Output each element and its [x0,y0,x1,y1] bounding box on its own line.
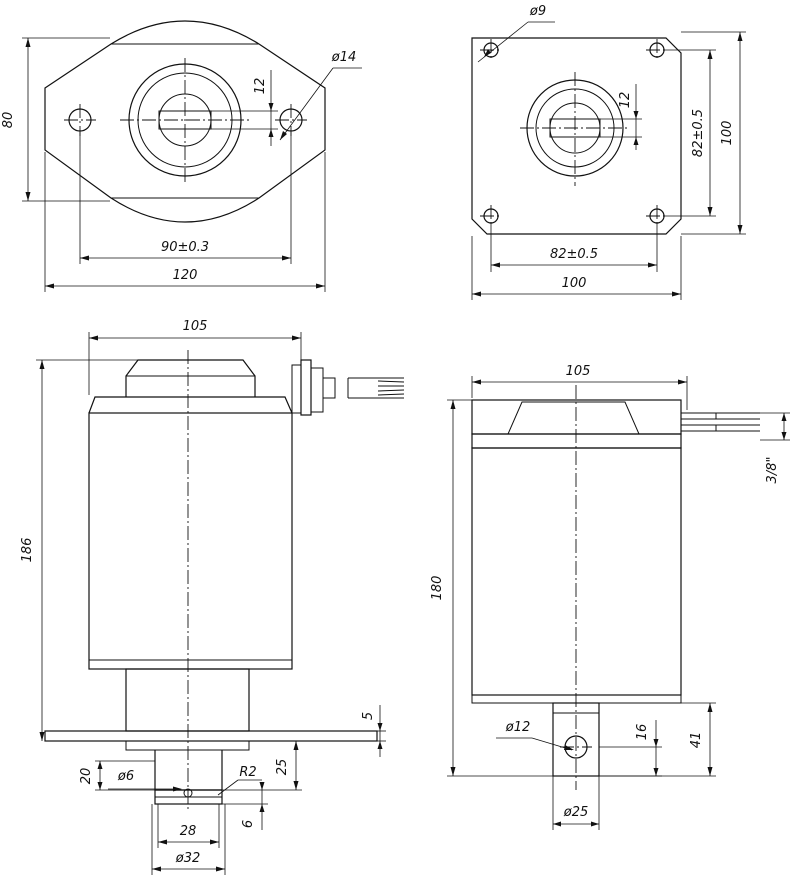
dim-d9: ø9 [529,4,546,19]
dim-3-8: 3/8" [765,457,780,484]
dim-20: 20 [79,768,94,785]
dim-d12: ø12 [505,720,531,735]
dim-r2: R2 [239,765,256,780]
view-bottom-left: 105 186 5 20 ø6 R2 25 [20,319,405,875]
dim-120: 120 [173,268,198,283]
dim-16: 16 [635,724,650,741]
view-top-left: 80 90±0.3 120 12 ø14 [1,20,362,292]
dim-28: 28 [180,824,197,839]
dim-d14: ø14 [331,50,357,65]
dim-41: 41 [689,732,704,749]
dim-d25: ø25 [563,805,589,820]
dim-180: 180 [430,576,445,601]
dim-d32: ø32 [175,851,201,866]
dim-105-right: 105 [566,364,591,379]
view-bottom-right: 105 180 3/8" ø12 16 41 [430,364,790,830]
dim-105-left: 105 [183,319,208,334]
dim-d6: ø6 [117,769,134,784]
dim-100-v: 100 [720,121,735,146]
dim-12-right: 12 [618,92,633,109]
dim-82-h: 82±0.5 [550,247,598,262]
dim-100-h: 100 [562,276,587,291]
dim-12-left: 12 [253,78,268,95]
view-top-right: ø9 12 82±0.5 100 82±0.5 1 [471,4,746,300]
dim-25: 25 [275,759,290,776]
dim-186: 186 [20,538,35,563]
dim-90: 90±0.3 [161,240,209,255]
dim-6: 6 [241,820,256,828]
dim-5: 5 [361,712,376,720]
dim-80: 80 [1,112,16,129]
dim-82-v: 82±0.5 [691,109,706,157]
